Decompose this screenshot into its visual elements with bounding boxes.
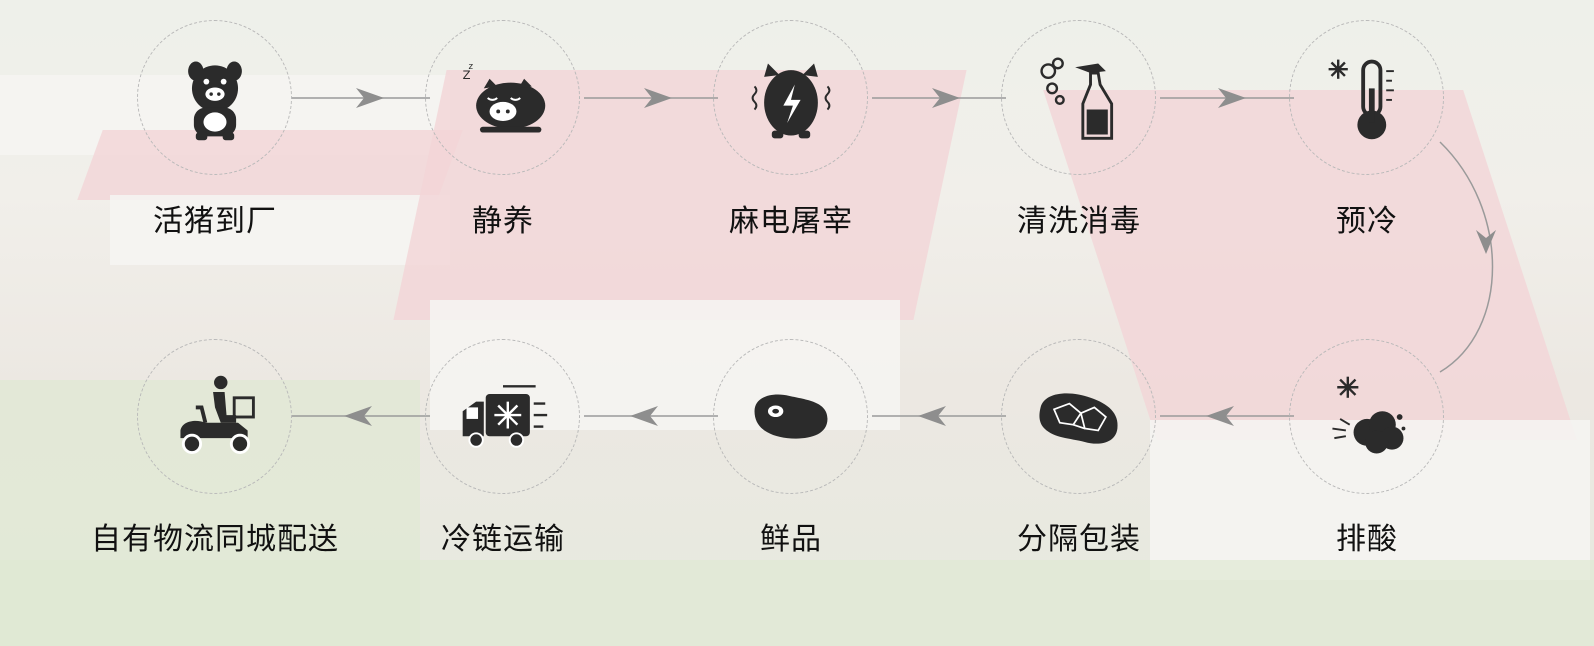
delivery-scooter-icon [179, 375, 255, 454]
meat-cut-icon [1038, 392, 1118, 444]
step-label: 自有物流同城配送 [91, 522, 339, 557]
step-circle [1289, 339, 1444, 494]
step-label: 静养 [472, 204, 534, 239]
step-circle [1001, 339, 1156, 494]
step-circle [713, 20, 868, 175]
snowflake-cloud-icon [1331, 376, 1405, 453]
step-circle [137, 339, 292, 494]
step-label: 冷链运输 [441, 522, 565, 557]
spray-bottle-icon [1039, 56, 1113, 140]
svg-text:Z: Z [462, 67, 470, 81]
step-circle [1001, 20, 1156, 175]
step-label: 鲜品 [760, 522, 822, 557]
step-label: 清洗消毒 [1017, 204, 1141, 239]
step-circle: Z z [425, 20, 580, 175]
step-label: 活猪到厂 [153, 204, 277, 239]
refrigerated-truck-icon [462, 384, 547, 448]
step-label: 排酸 [1336, 522, 1398, 557]
svg-text:z: z [468, 62, 473, 72]
step-label: 麻电屠宰 [729, 204, 853, 239]
thermometer-snow-icon [1328, 59, 1394, 139]
steak-icon [754, 393, 827, 439]
step-circle [137, 20, 292, 175]
step-circle [1289, 20, 1444, 175]
step-circle [713, 339, 868, 494]
pig-standing-icon [187, 61, 242, 140]
step-label: 预冷 [1336, 204, 1398, 239]
pig-shock-icon [751, 62, 830, 138]
step-label: 分隔包装 [1017, 522, 1141, 557]
step-circle [425, 339, 580, 494]
pig-sleeping-icon: Z z [462, 62, 545, 133]
